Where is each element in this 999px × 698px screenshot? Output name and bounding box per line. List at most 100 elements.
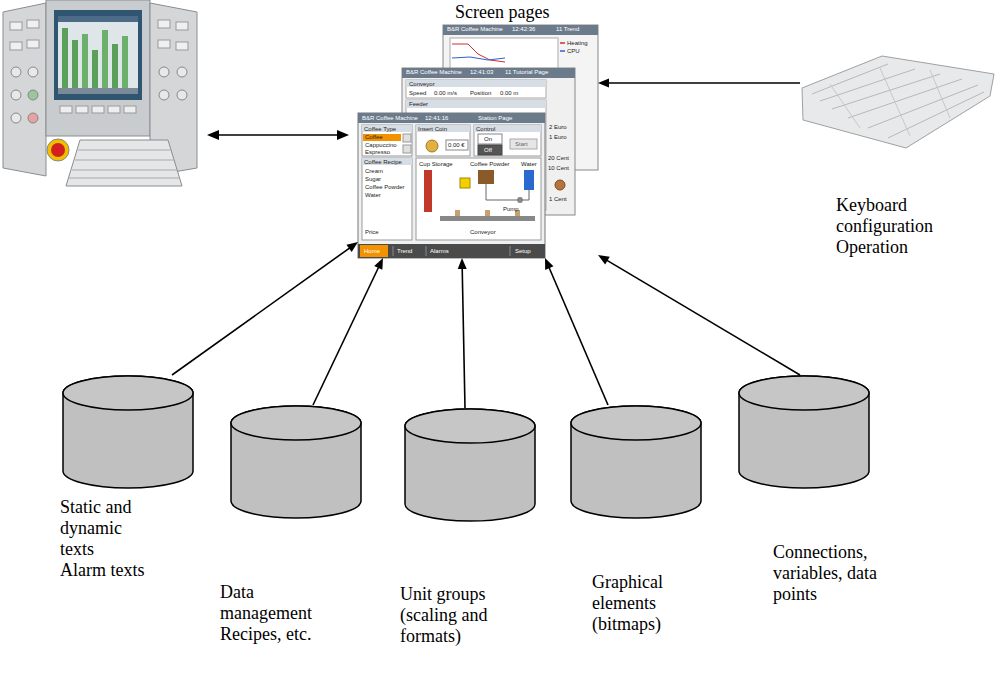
- screen-front-part: [517, 197, 523, 203]
- operator-panel-part: [112, 44, 118, 88]
- operator-panel-part: [72, 170, 177, 171]
- arrow-connector: [313, 258, 383, 405]
- screen-label: Coffee Powder: [365, 184, 405, 191]
- arrow-line: [607, 260, 800, 375]
- text-group: Keyboard configurationOperation: [836, 195, 946, 258]
- screen-label: 12:42:36: [512, 26, 535, 33]
- arrow-connector: [545, 258, 608, 405]
- screen-front-part: [485, 210, 490, 216]
- arrow-connector: [458, 258, 467, 408]
- screen-front: [358, 113, 545, 258]
- arrow-connector: [598, 255, 800, 375]
- node-text: Recipes, etc.: [220, 624, 322, 645]
- arrow-head: [346, 242, 358, 252]
- screen-label: Coffee Powder: [470, 161, 510, 168]
- screen-label: Price: [365, 229, 379, 236]
- arrow-connector: [598, 79, 800, 88]
- keyboard-picture-part: [812, 64, 888, 94]
- screen-back-part: [560, 42, 565, 44]
- cylinder-outline: [404, 408, 536, 522]
- cylinder-outline: [62, 375, 194, 489]
- screen-label: Sugar: [365, 176, 381, 183]
- text-group: Connections, variables, data points: [773, 542, 895, 605]
- screen-front-part: [416, 125, 470, 132]
- database-cylinder: Unit groups (scaling and formats): [400, 408, 536, 649]
- cylinder-body: [739, 376, 869, 488]
- screen-label: Trend: [397, 248, 412, 255]
- double-arrow-part: [218, 134, 338, 136]
- cylinder-outline: [570, 405, 702, 519]
- operator-panel-part: [122, 36, 128, 88]
- operator-panel-part: [10, 42, 22, 50]
- text-group: Static and dynamic textsAlarm texts: [60, 497, 152, 581]
- operator-panel-part: [92, 50, 98, 88]
- text-group: Graphical elements (bitmaps): [592, 572, 680, 635]
- screen-front-part: [362, 125, 412, 156]
- cylinder-top: [405, 409, 535, 443]
- database-cylinder: Static and dynamic textsAlarm texts: [60, 375, 192, 583]
- operator-panel-part: [159, 90, 169, 100]
- arrow-head: [545, 258, 553, 270]
- screen-middle-part: [406, 100, 546, 108]
- operator-panel-part: [76, 106, 88, 113]
- screen-front-part: [426, 140, 438, 152]
- node-text: Static and dynamic texts: [60, 497, 152, 560]
- keyboard-node: Keyboard configurationOperation: [800, 50, 995, 260]
- text-group: Unit groups (scaling and formats): [400, 584, 497, 647]
- node-text: Unit groups (scaling and formats): [400, 584, 497, 647]
- screen-back-part: [452, 57, 505, 60]
- screen-front-part: [362, 158, 412, 165]
- operator-panel-part: [75, 160, 174, 161]
- operator-panel-part: [28, 113, 38, 123]
- screen-front-part: [478, 170, 494, 184]
- double-arrow-part: [207, 130, 219, 140]
- screen-label: 0.00 m: [500, 90, 518, 97]
- cylinder-body: [571, 406, 701, 518]
- database-cylinder: Data managementRecipes, etc.: [220, 405, 365, 647]
- cylinder-body: [405, 409, 535, 521]
- screen-front-part: [460, 178, 470, 188]
- screen-label: 0.00 €: [448, 142, 465, 149]
- screen-front-part: [446, 140, 468, 150]
- node-text: Connections, variables, data points: [773, 542, 895, 605]
- screen-label: Coffee Type: [364, 126, 396, 133]
- screen-label: 0.00 m/s: [434, 90, 457, 97]
- arrow-head: [598, 255, 610, 264]
- screen-label: Conveyor: [470, 229, 496, 236]
- text-group: Data managementRecipes, etc.: [220, 582, 322, 645]
- operator-panel-part: [47, 139, 69, 161]
- operator-panel-part: [58, 16, 138, 22]
- screen-label: Heating: [567, 40, 588, 47]
- operator-panel-part: [51, 143, 65, 157]
- operator-panel-part: [11, 67, 21, 77]
- keyboard-picture-part: [832, 74, 940, 109]
- screen-label: Start: [515, 141, 528, 148]
- screen-label: Pump: [503, 206, 519, 213]
- screen-front-part: [362, 158, 412, 240]
- screen-label: Insert Coin: [418, 126, 447, 133]
- operator-panel-part: [69, 178, 179, 179]
- operator-panel-part: [58, 16, 138, 94]
- arrow-line: [172, 248, 350, 375]
- screen-label: Water: [365, 192, 381, 199]
- screen-label: 10 Cent: [548, 165, 569, 172]
- operator-panel: [3, 0, 197, 186]
- node-text: Data management: [220, 582, 322, 624]
- screen-label: Alarms: [430, 248, 449, 255]
- screen-label: 11 Trend: [556, 26, 579, 33]
- screen-label: 12:41:03: [470, 69, 493, 76]
- screen-label: Setup: [515, 248, 531, 255]
- arrow-connector: [172, 242, 358, 375]
- operator-panel-part: [78, 150, 171, 151]
- screen-front-part: [360, 245, 388, 257]
- screen-label: B&R Coffee Machine: [447, 26, 503, 33]
- cylinder-body: [63, 376, 193, 488]
- arrow-line: [549, 267, 608, 405]
- screen-label: 20 Cent: [548, 155, 569, 162]
- arrow-line: [608, 82, 800, 84]
- cylinder-top: [571, 406, 701, 440]
- screen-label: Cup Storage: [419, 161, 453, 168]
- screen-label: Conveyor: [409, 81, 435, 88]
